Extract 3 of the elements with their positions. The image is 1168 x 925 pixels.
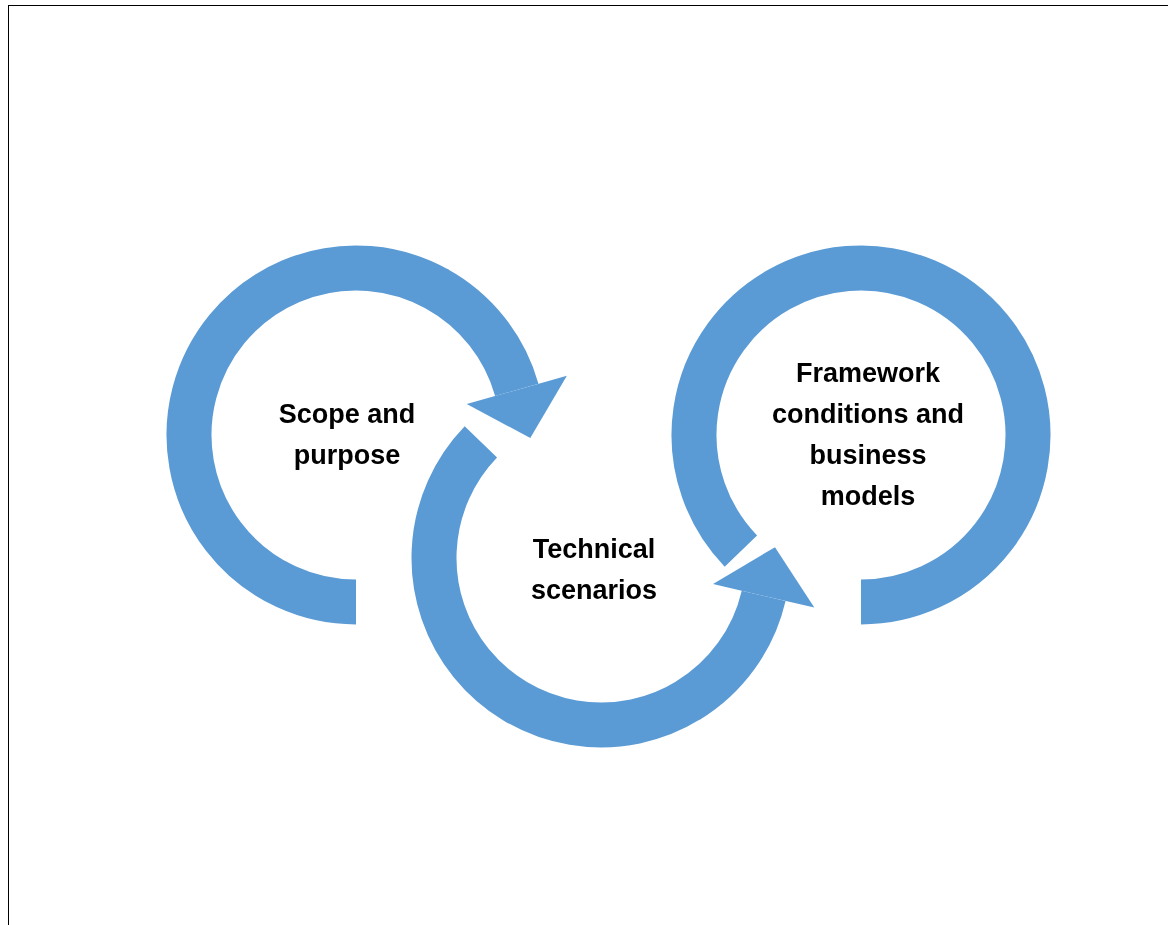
step-label: Scope and purpose xyxy=(277,398,417,472)
step-label: Framework conditions and business models xyxy=(771,357,965,513)
step-label: Technical scenarios xyxy=(529,533,659,607)
